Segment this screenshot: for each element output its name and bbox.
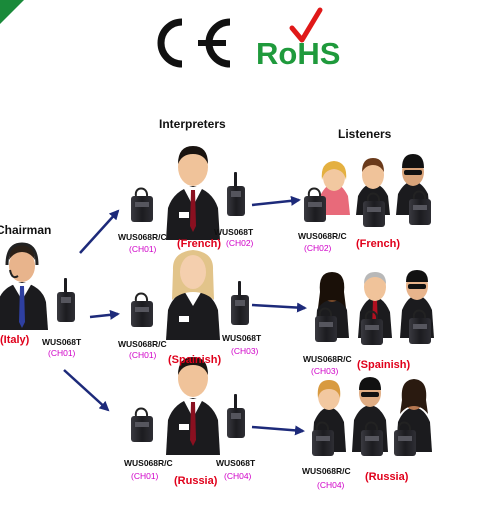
interpreter-russia-transmitter — [227, 394, 245, 438]
interpreter-french-figure — [166, 146, 220, 240]
interpreter-french-transmitter-model: WUS068T — [214, 227, 254, 237]
chairman-header: Chairman — [0, 223, 52, 237]
listeners-russia-channel: (CH04) — [317, 480, 345, 490]
interpreter-spanish-receiver-channel: (CH01) — [129, 350, 157, 360]
interpreter-spanish-figure — [166, 250, 220, 340]
interpreter-russia-receiver-model: WUS068R/C — [124, 458, 173, 468]
interpreter-spanish-receiver — [130, 292, 154, 328]
listeners-french-channel: (CH02) — [304, 243, 332, 253]
chairman-language: (Italy) — [0, 334, 30, 346]
listeners-russia-language: (Russia) — [365, 471, 409, 483]
interpreter-russia-receiver-channel: (CH01) — [131, 471, 159, 481]
listeners-french-language: (French) — [356, 238, 400, 250]
listeners-header: Listeners — [338, 127, 392, 141]
rohs-mark: RoHS — [256, 36, 340, 71]
arrow-to-spanish-listeners — [251, 302, 307, 313]
arrow-to-french-listeners — [251, 195, 301, 207]
interpreter-spanish-receiver-model: WUS068R/C — [118, 339, 167, 349]
interpreter-spanish-transmitter-channel: (CH03) — [231, 346, 259, 356]
ce-mark — [157, 18, 231, 68]
listeners-russia-receiver-model: WUS068R/C — [302, 466, 351, 476]
arrow-to-russia-interpreter — [63, 369, 110, 412]
interpreter-french-language: (French) — [177, 238, 221, 250]
interpreter-french-receiver — [130, 187, 154, 223]
interpreter-french-receiver-model: WUS068R/C — [118, 232, 167, 242]
interpreter-russia-receiver — [130, 407, 154, 443]
chairman-model: WUS068T — [42, 337, 82, 347]
arrow-to-spanish-interpreter — [89, 309, 120, 320]
listeners-spanish-channel: (CH03) — [311, 366, 339, 376]
listeners-french-receiver-model: WUS068R/C — [298, 231, 347, 241]
interpreter-spanish-transmitter — [231, 281, 249, 325]
interpreter-russia-transmitter-model: WUS068T — [216, 458, 256, 468]
interpreter-russia-transmitter-channel: (CH04) — [224, 471, 252, 481]
interpreter-french-receiver-channel: (CH01) — [129, 244, 157, 254]
listeners-spanish-language: (Spainish) — [357, 359, 411, 371]
corner-triangle — [0, 0, 24, 24]
interpreter-french-transmitter — [227, 172, 245, 216]
listeners-spanish-receiver-model: WUS068R/C — [303, 354, 352, 364]
chairman-figure — [0, 242, 48, 330]
chairman-channel: (CH01) — [48, 348, 76, 358]
flow-arrows — [63, 195, 307, 436]
rohs-check-icon — [289, 7, 323, 43]
interpreters-header: Interpreters — [159, 117, 226, 131]
interpreter-french-transmitter-channel: (CH02) — [226, 238, 254, 248]
arrow-to-russia-listeners — [251, 425, 305, 436]
interpreter-spanish-transmitter-model: WUS068T — [222, 333, 262, 343]
interpreter-russia-figure — [166, 357, 220, 455]
chairman-transmitter — [57, 278, 75, 322]
listeners-spanish — [315, 270, 434, 338]
arrow-to-french-interpreter — [79, 209, 120, 254]
interpreter-russia-language: (Russia) — [174, 475, 218, 487]
interpreter-spanish-language: (Spainish) — [168, 354, 222, 366]
